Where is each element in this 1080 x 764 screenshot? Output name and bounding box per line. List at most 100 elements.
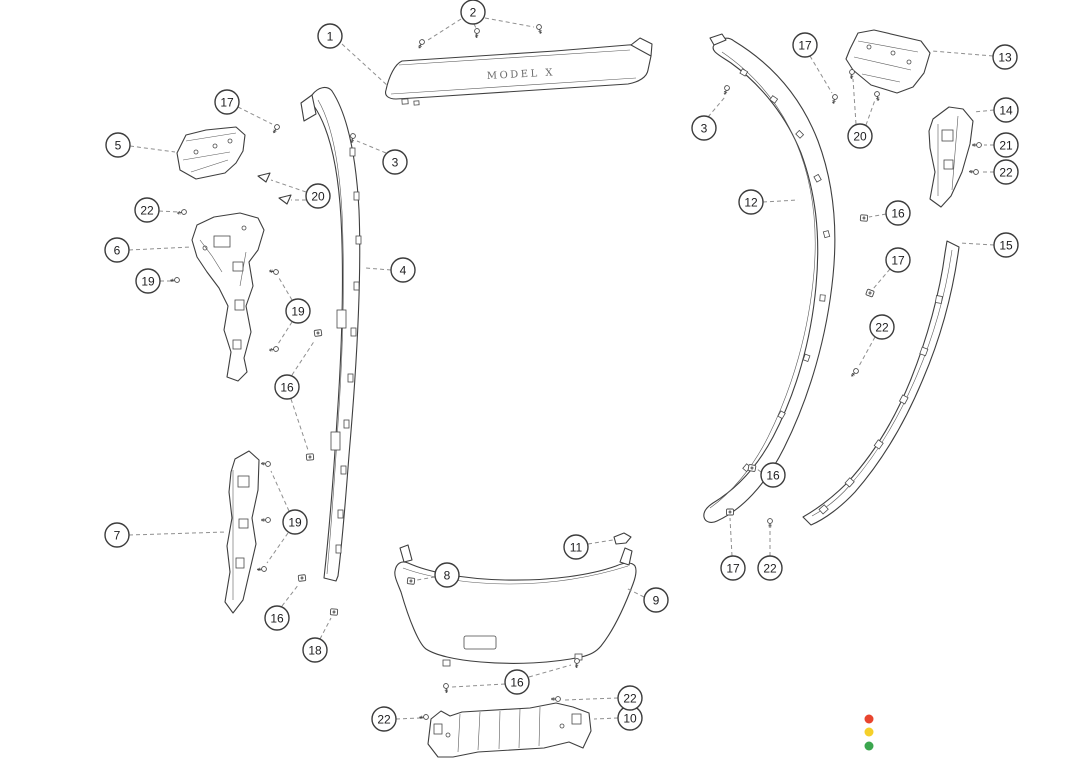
callout-14[interactable]: 14 — [993, 97, 1019, 123]
callout-7[interactable]: 7 — [104, 522, 130, 548]
callout-20[interactable]: 20 — [305, 183, 331, 209]
callout-circle[interactable] — [885, 247, 911, 273]
callout-22[interactable]: 22 — [617, 685, 643, 711]
callout-circle[interactable] — [643, 587, 669, 613]
callout-circle[interactable] — [274, 374, 300, 400]
part-upper-left-bracket[interactable] — [176, 126, 246, 180]
callout-circle[interactable] — [371, 706, 397, 732]
callout-circle[interactable] — [504, 669, 530, 695]
leader-line — [281, 583, 300, 607]
part-bottom-bracket[interactable] — [427, 702, 592, 758]
part-upper-applique[interactable]: MODEL X — [385, 37, 653, 106]
callout-22[interactable]: 22 — [869, 314, 895, 340]
callout-circle[interactable] — [792, 32, 818, 58]
callout-number: 22 — [763, 562, 777, 576]
callout-5[interactable]: 5 — [105, 132, 131, 158]
callout-circle[interactable] — [993, 232, 1019, 258]
callout-circle[interactable] — [317, 23, 343, 49]
callout-number: 2 — [470, 6, 477, 20]
callout-16[interactable]: 16 — [885, 200, 911, 226]
callout-circle[interactable] — [563, 534, 589, 560]
screw-icon — [848, 68, 856, 80]
callout-circle[interactable] — [757, 555, 783, 581]
callout-circle[interactable] — [305, 183, 331, 209]
callout-circle[interactable] — [460, 0, 486, 25]
callout-4[interactable]: 4 — [390, 257, 416, 283]
callout-circle[interactable] — [885, 200, 911, 226]
callout-17[interactable]: 17 — [214, 89, 240, 115]
callout-circle[interactable] — [105, 132, 131, 158]
leader-line — [365, 267, 392, 271]
callout-circle[interactable] — [302, 637, 328, 663]
part-left-pillar-applique[interactable] — [300, 86, 362, 582]
callout-circle[interactable] — [720, 555, 746, 581]
callout-circle[interactable] — [134, 197, 160, 223]
clip-icon — [859, 214, 869, 222]
callout-9[interactable]: 9 — [643, 587, 669, 613]
part-right-bracket[interactable] — [928, 106, 974, 208]
callout-17[interactable]: 17 — [885, 247, 911, 273]
callout-circle[interactable] — [760, 462, 786, 488]
callout-circle[interactable] — [135, 268, 161, 294]
clip-icon — [297, 574, 307, 582]
callout-circle[interactable] — [214, 89, 240, 115]
callout-13[interactable]: 13 — [992, 44, 1018, 70]
part-right-curved-bracket[interactable] — [802, 240, 960, 526]
part-right-pillar-applique[interactable] — [703, 33, 836, 523]
callout-circle[interactable] — [691, 115, 717, 141]
callout-circle[interactable] — [434, 562, 460, 588]
callout-circle[interactable] — [285, 298, 311, 324]
callout-16[interactable]: 16 — [274, 374, 300, 400]
callout-circle[interactable] — [993, 132, 1019, 158]
screw-icon — [268, 267, 280, 276]
part-mid-left-bracket[interactable] — [191, 212, 265, 382]
callout-circle[interactable] — [382, 149, 408, 175]
callout-17[interactable]: 17 — [720, 555, 746, 581]
callout-3[interactable]: 3 — [691, 115, 717, 141]
callout-19[interactable]: 19 — [285, 298, 311, 324]
callout-16[interactable]: 16 — [760, 462, 786, 488]
part-clip[interactable] — [613, 532, 632, 545]
callout-12[interactable]: 12 — [738, 189, 764, 215]
callout-20[interactable]: 20 — [847, 123, 873, 149]
callout-21[interactable]: 21 — [993, 132, 1019, 158]
callout-circle[interactable] — [390, 257, 416, 283]
callout-6[interactable]: 6 — [104, 237, 130, 263]
callout-19[interactable]: 19 — [135, 268, 161, 294]
callout-circle[interactable] — [738, 189, 764, 215]
leader-line — [593, 717, 619, 720]
callout-8[interactable]: 8 — [434, 562, 460, 588]
part-lower-applique[interactable] — [394, 544, 637, 667]
callout-circle[interactable] — [992, 44, 1018, 70]
callout-15[interactable]: 15 — [993, 232, 1019, 258]
callout-circle[interactable] — [993, 159, 1019, 185]
callout-16[interactable]: 16 — [504, 669, 530, 695]
callout-18[interactable]: 18 — [302, 637, 328, 663]
callout-2[interactable]: 2 — [460, 0, 486, 25]
callout-circle[interactable] — [264, 605, 290, 631]
callout-number: 14 — [999, 104, 1013, 118]
leader-line — [756, 468, 762, 473]
callout-circle[interactable] — [282, 509, 308, 535]
callout-11[interactable]: 11 — [563, 534, 589, 560]
leader-line — [809, 55, 833, 94]
callout-1[interactable]: 1 — [317, 23, 343, 49]
callout-circle[interactable] — [869, 314, 895, 340]
callout-19[interactable]: 19 — [282, 509, 308, 535]
callout-22[interactable]: 22 — [371, 706, 397, 732]
callout-circle[interactable] — [617, 685, 643, 711]
part-lower-left-bracket[interactable] — [224, 450, 260, 614]
callout-circle[interactable] — [104, 522, 130, 548]
callout-3[interactable]: 3 — [382, 149, 408, 175]
callout-circle[interactable] — [104, 237, 130, 263]
callout-circle[interactable] — [993, 97, 1019, 123]
callout-22[interactable]: 22 — [757, 555, 783, 581]
part-upper-right-bracket[interactable] — [845, 29, 931, 94]
callout-22[interactable]: 22 — [993, 159, 1019, 185]
callout-22[interactable]: 22 — [134, 197, 160, 223]
callout-circle[interactable] — [847, 123, 873, 149]
callout-16[interactable]: 16 — [264, 605, 290, 631]
callout-17[interactable]: 17 — [792, 32, 818, 58]
